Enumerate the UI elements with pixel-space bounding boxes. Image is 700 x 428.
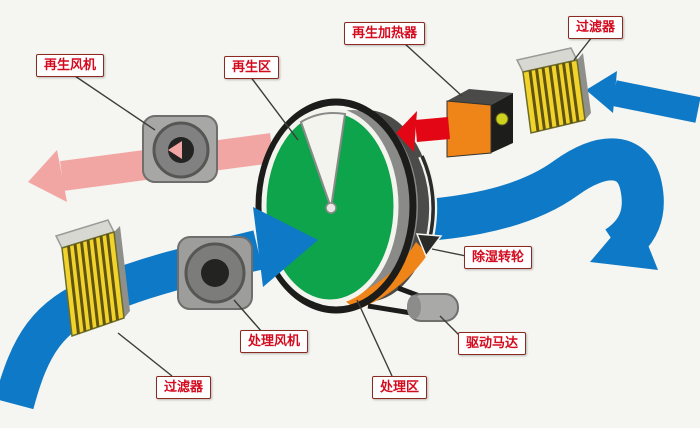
filter-bottom-slats xyxy=(67,233,119,335)
label-regen-zone: 再生区 xyxy=(224,56,280,79)
filter-top-slats xyxy=(528,61,580,132)
heater-indicator-light xyxy=(495,112,509,126)
filter-top-side-face xyxy=(577,53,591,120)
label-process-zone: 处理区 xyxy=(372,376,428,399)
heater-top-face xyxy=(447,89,513,105)
label-connectors xyxy=(71,36,593,377)
label-drive-motor: 驱动马达 xyxy=(458,332,527,355)
regen-exhaust-arrowhead xyxy=(28,150,67,202)
label-regen-heater: 再生加热器 xyxy=(344,22,426,45)
rotation-arrowhead xyxy=(415,233,443,258)
label-process-fan: 处理风机 xyxy=(240,330,309,353)
wheel-desiccant-segment xyxy=(344,242,428,310)
heater-front-face xyxy=(446,100,492,158)
exhaust-duct xyxy=(354,138,664,265)
label-dehumidifier-wheel: 除湿转轮 xyxy=(464,246,533,269)
label-regen-fan: 再生风机 xyxy=(36,54,105,77)
hot-air-arrowhead xyxy=(396,111,417,152)
regen-inlet-arrowhead xyxy=(586,71,617,113)
process-fan-inlet xyxy=(201,259,229,287)
wheel-regen-sector xyxy=(299,112,347,209)
regen-inlet-duct xyxy=(611,80,700,123)
hot-air-duct xyxy=(415,117,450,142)
label-filter-bottom: 过滤器 xyxy=(156,376,212,399)
rotation-arrow xyxy=(420,155,435,243)
drive-motor-end xyxy=(407,295,421,319)
regen-fan-flow-arrow xyxy=(168,141,182,159)
filter-bottom-side-face xyxy=(114,226,130,318)
wheel-hub xyxy=(325,202,337,214)
label-filter-top: 过滤器 xyxy=(568,16,624,39)
exhaust-duct-arrowhead xyxy=(590,210,658,270)
drive-belt xyxy=(255,98,417,314)
process-intake-arrowhead xyxy=(253,207,318,287)
